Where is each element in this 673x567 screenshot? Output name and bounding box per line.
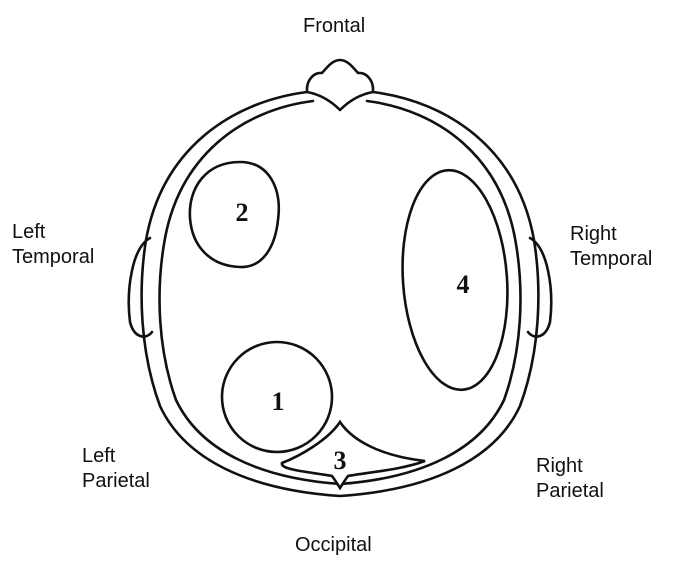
label-left-temporal-line2: Temporal [12,245,94,270]
region-2 [190,162,279,267]
region-3-number: 3 [334,446,347,475]
label-left-parietal-line1: Left [82,444,150,469]
label-right-parietal-line2: Parietal [536,479,604,504]
label-right-parietal-line1: Right [536,454,604,479]
label-right-temporal: Right Temporal [570,222,652,272]
label-right-parietal: Right Parietal [536,454,604,504]
label-left-temporal-line1: Left [12,220,94,245]
label-occipital: Occipital [295,533,372,558]
label-right-temporal-line2: Temporal [570,247,652,272]
region-1-number: 1 [272,387,285,416]
label-left-parietal: Left Parietal [82,444,150,494]
label-right-temporal-line1: Right [570,222,652,247]
region-2-number: 2 [236,198,249,227]
region-4 [395,167,514,394]
label-left-parietal-line2: Parietal [82,469,150,494]
region-4-number: 4 [457,270,470,299]
nose [307,60,373,110]
label-frontal: Frontal [303,14,365,39]
label-left-temporal: Left Temporal [12,220,94,270]
